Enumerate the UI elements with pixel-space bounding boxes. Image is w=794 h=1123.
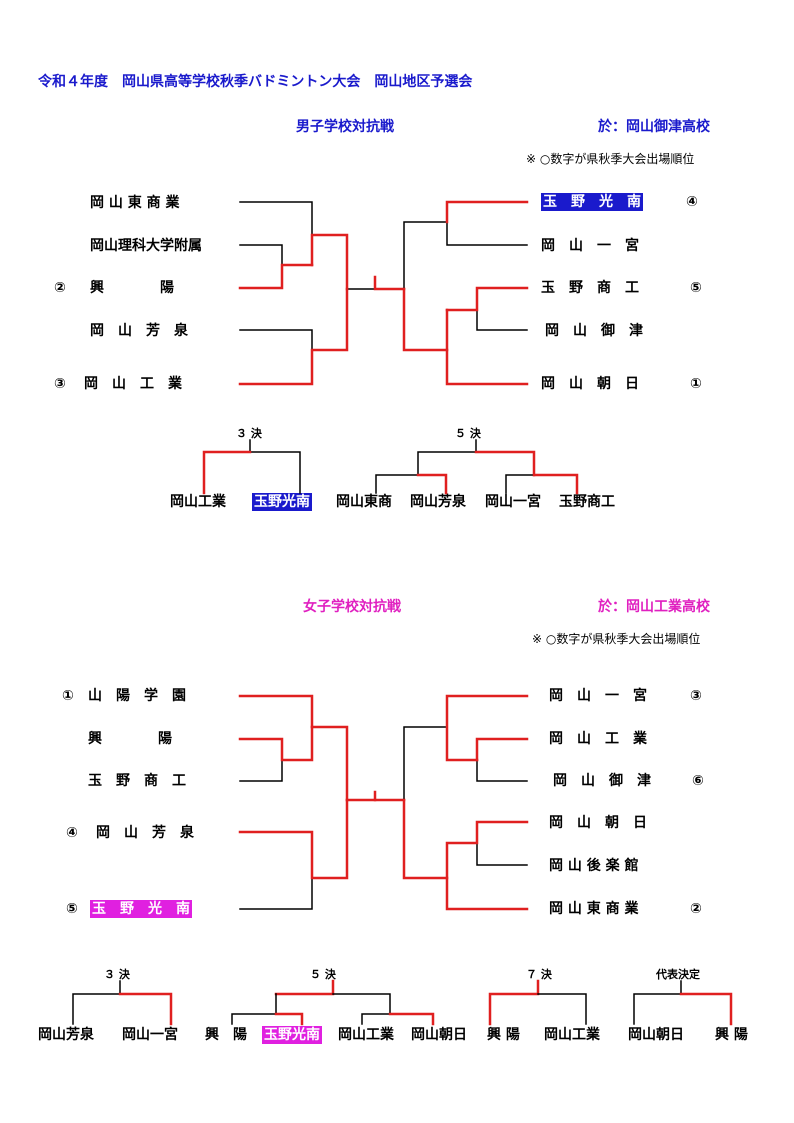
girls-right-team-6: 岡 山 東 商 業	[549, 901, 639, 917]
girls-left-rank-1: ①	[62, 688, 74, 704]
girls-fifth-team-1: 興 陽	[205, 1027, 247, 1043]
boys-third-label: ３ 決	[236, 427, 262, 440]
girls-right-rank-1: ③	[690, 688, 702, 704]
boys-fifth-label: ５ 決	[455, 427, 481, 440]
boys-right-rank-3: ⑤	[690, 280, 702, 296]
boys-right-red	[402, 200, 529, 386]
girls-fifth-label: ５ 決	[310, 968, 336, 981]
boys-third-team-2: 玉野光南	[252, 493, 312, 511]
girls-fifth-team-3: 岡山工業	[338, 1027, 394, 1043]
girls-left-team-4: 岡 山 芳 泉	[96, 825, 194, 841]
girls-right-black	[403, 726, 528, 866]
boys-right-team-5: 岡 山 朝 日	[541, 376, 639, 392]
boys-fifth-team-1: 岡山東商	[336, 494, 392, 510]
boys-left-red	[238, 233, 406, 386]
page-title: 令和４年度 岡山県高等学校秋季バドミントン大会 岡山地区予選会	[38, 74, 473, 90]
girls-right-team-1: 岡 山 一 宮	[549, 688, 647, 704]
boys-third-team-1: 岡山工業	[170, 494, 226, 510]
girls-left-rank-4: ④	[66, 825, 78, 841]
boys-left-black	[239, 201, 376, 351]
girls-left-team-3: 玉 野 商 工	[88, 773, 186, 789]
girls-seventh-label: ７ 決	[526, 968, 552, 981]
girls-venue: 於：岡山工業高校	[598, 599, 710, 615]
girls-third-label: ３ 決	[104, 968, 130, 981]
girls-fifth-team-2: 玉野光南	[262, 1026, 322, 1044]
boys-right-black	[403, 221, 528, 331]
girls-rep-team-1: 岡山朝日	[628, 1027, 684, 1043]
boys-fifth-team-2: 岡山芳泉	[410, 494, 466, 510]
boys-right-rank-1: ④	[686, 194, 698, 210]
girls-fifth-team-4: 岡山朝日	[411, 1027, 467, 1043]
boys-fifth-team-3: 岡山一宮	[485, 494, 541, 510]
boys-note: ※ ○数字が県秋季大会出場順位	[526, 152, 695, 166]
girls-rep-label: 代表決定	[656, 968, 700, 981]
boys-right-team-4: 岡 山 御 津	[545, 323, 643, 339]
boys-right-rank-5: ①	[690, 376, 702, 392]
girls-right-rank-3: ⑥	[692, 773, 704, 789]
boys-right-team-3: 玉 野 商 工	[541, 280, 639, 296]
girls-third-team-1: 岡山芳泉	[38, 1027, 94, 1043]
boys-right-team-1: 玉 野 光 南	[541, 193, 643, 211]
girls-note: ※ ○数字が県秋季大会出場順位	[532, 632, 701, 646]
girls-right-red	[402, 694, 529, 911]
girls-left-black	[239, 759, 313, 910]
girls-third-team-2: 岡山一宮	[122, 1027, 178, 1043]
girls-left-team-2: 興 陽	[88, 731, 172, 747]
boys-left-rank-3: ②	[54, 280, 66, 296]
girls-left-team-1: 山 陽 学 園	[88, 688, 186, 704]
boys-left-team-4: 岡 山 芳 泉	[90, 323, 188, 339]
girls-right-team-2: 岡 山 工 業	[549, 731, 647, 747]
boys-section-title: 男子学校対抗戦	[296, 119, 394, 135]
girls-rep-team-2: 興 陽	[715, 1027, 748, 1043]
girls-section-title: 女子学校対抗戦	[303, 599, 401, 615]
girls-right-rank-6: ②	[690, 901, 702, 917]
girls-seventh-team-1: 興 陽	[487, 1027, 520, 1043]
boys-left-rank-5: ③	[54, 376, 66, 392]
girls-right-team-4: 岡 山 朝 日	[549, 815, 647, 831]
girls-left-red	[238, 694, 406, 880]
girls-right-team-3: 岡 山 御 津	[553, 773, 651, 789]
girls-seventh-team-2: 岡山工業	[544, 1027, 600, 1043]
girls-right-team-5: 岡 山 後 楽 館	[549, 858, 639, 874]
boys-venue: 於：岡山御津高校	[598, 119, 710, 135]
boys-left-team-5: 岡 山 工 業	[84, 376, 182, 392]
girls-left-team-5: 玉 野 光 南	[90, 900, 192, 918]
girls-left-rank-5: ⑤	[66, 901, 78, 917]
boys-left-team-2: 岡山理科大学附属	[90, 238, 202, 254]
boys-right-team-2: 岡 山 一 宮	[541, 238, 639, 254]
boys-fifth-team-4: 玉野商工	[559, 494, 615, 510]
boys-left-team-3: 興 陽	[90, 280, 174, 296]
boys-left-team-1: 岡 山 東 商 業	[90, 195, 180, 211]
